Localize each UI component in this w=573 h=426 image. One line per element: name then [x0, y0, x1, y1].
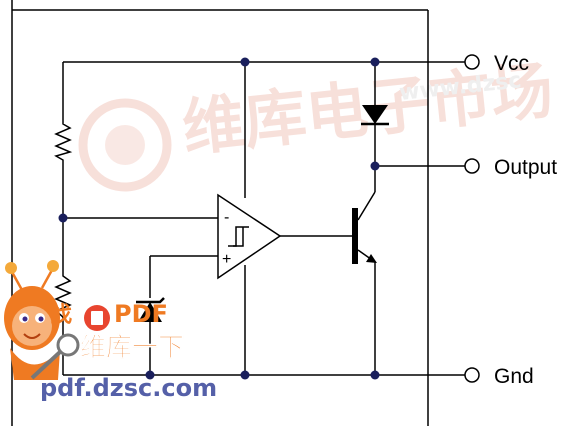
comparator-opamp: - +	[217, 193, 282, 280]
npn-transistor	[352, 191, 377, 264]
site-url-text: pdf.dzsc.com	[40, 374, 217, 402]
junction-output	[370, 161, 380, 171]
badge-find-text: 找	[50, 303, 72, 328]
pin-vcc-terminal	[464, 54, 480, 70]
background-watermark: 维库电子市场 www.dzsc	[78, 53, 557, 192]
badge-pdf-text: PDF	[114, 300, 168, 328]
magnifier-icon	[56, 333, 80, 357]
pin-gnd-terminal	[464, 367, 480, 383]
pin-label-vcc: Vcc	[494, 52, 529, 75]
pin-terminals	[464, 54, 480, 383]
badge-search-text: 维库一下	[80, 332, 184, 363]
resistor-upper	[54, 120, 73, 162]
junctions	[58, 57, 380, 380]
output-diode	[361, 105, 389, 126]
mascot-watermark: 找 PDF 维库一下 pdf.dzsc.com	[4, 260, 217, 402]
junction-divider	[58, 213, 68, 223]
wires	[62, 61, 465, 376]
emitter-arrow-icon	[366, 254, 377, 263]
zener-diode	[136, 297, 165, 322]
junction-vcc-diode	[370, 57, 380, 67]
junction-gnd-opamp	[240, 370, 250, 380]
junction-gnd-zener	[145, 370, 155, 380]
pin-output-terminal	[464, 158, 480, 174]
junction-vcc-opamp	[240, 57, 250, 67]
pin-label-gnd: Gnd	[494, 365, 534, 388]
noninverting-input-label: +	[222, 251, 231, 268]
junction-gnd-emitter	[370, 370, 380, 380]
pin-label-output: Output	[494, 156, 557, 179]
inverting-input-label: -	[224, 209, 229, 226]
